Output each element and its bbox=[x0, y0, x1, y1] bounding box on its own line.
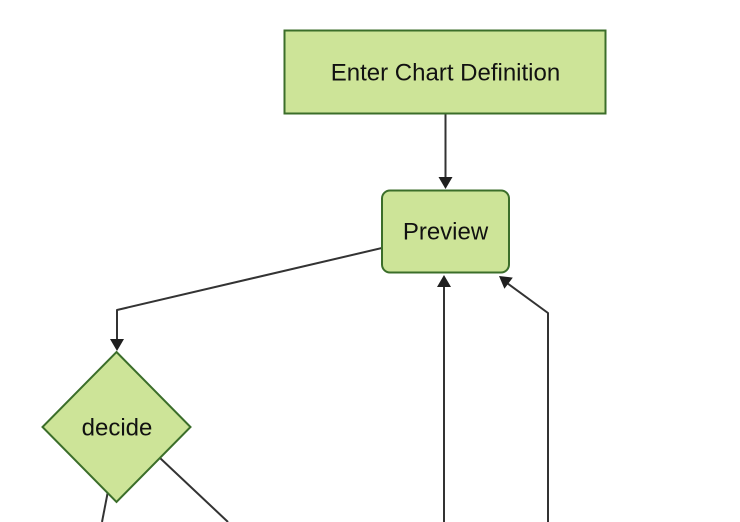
edge-line bbox=[116, 247, 383, 340]
arrowhead-down-icon bbox=[438, 177, 453, 189]
node-decide: decide bbox=[41, 350, 192, 504]
edge-preview-to-decide bbox=[110, 247, 383, 351]
arrowhead-up-icon bbox=[437, 275, 451, 287]
node-label: Preview bbox=[403, 219, 489, 246]
edge-bottom-to-preview bbox=[437, 275, 451, 522]
node-label: Enter Chart Definition bbox=[331, 60, 560, 87]
node-preview: Preview bbox=[381, 189, 510, 274]
edge-enter-to-preview bbox=[438, 114, 453, 189]
rectangle-shape bbox=[283, 29, 607, 115]
edge-line bbox=[506, 282, 549, 522]
edge-decide-to-offscreen-right bbox=[159, 457, 229, 522]
node-enter-chart-definition: Enter Chart Definition bbox=[283, 29, 607, 115]
edge-bottom-right-to-preview bbox=[499, 276, 549, 522]
node-label: decide bbox=[82, 415, 153, 442]
edge-line bbox=[101, 490, 109, 522]
edge-line bbox=[159, 457, 229, 522]
diamond-shape bbox=[41, 350, 192, 504]
arrowhead-down-icon bbox=[110, 339, 124, 351]
arrowhead-up-left-icon bbox=[499, 276, 513, 289]
edge-decide-to-offscreen-left bbox=[101, 490, 109, 522]
rounded-rectangle-shape bbox=[381, 189, 510, 274]
